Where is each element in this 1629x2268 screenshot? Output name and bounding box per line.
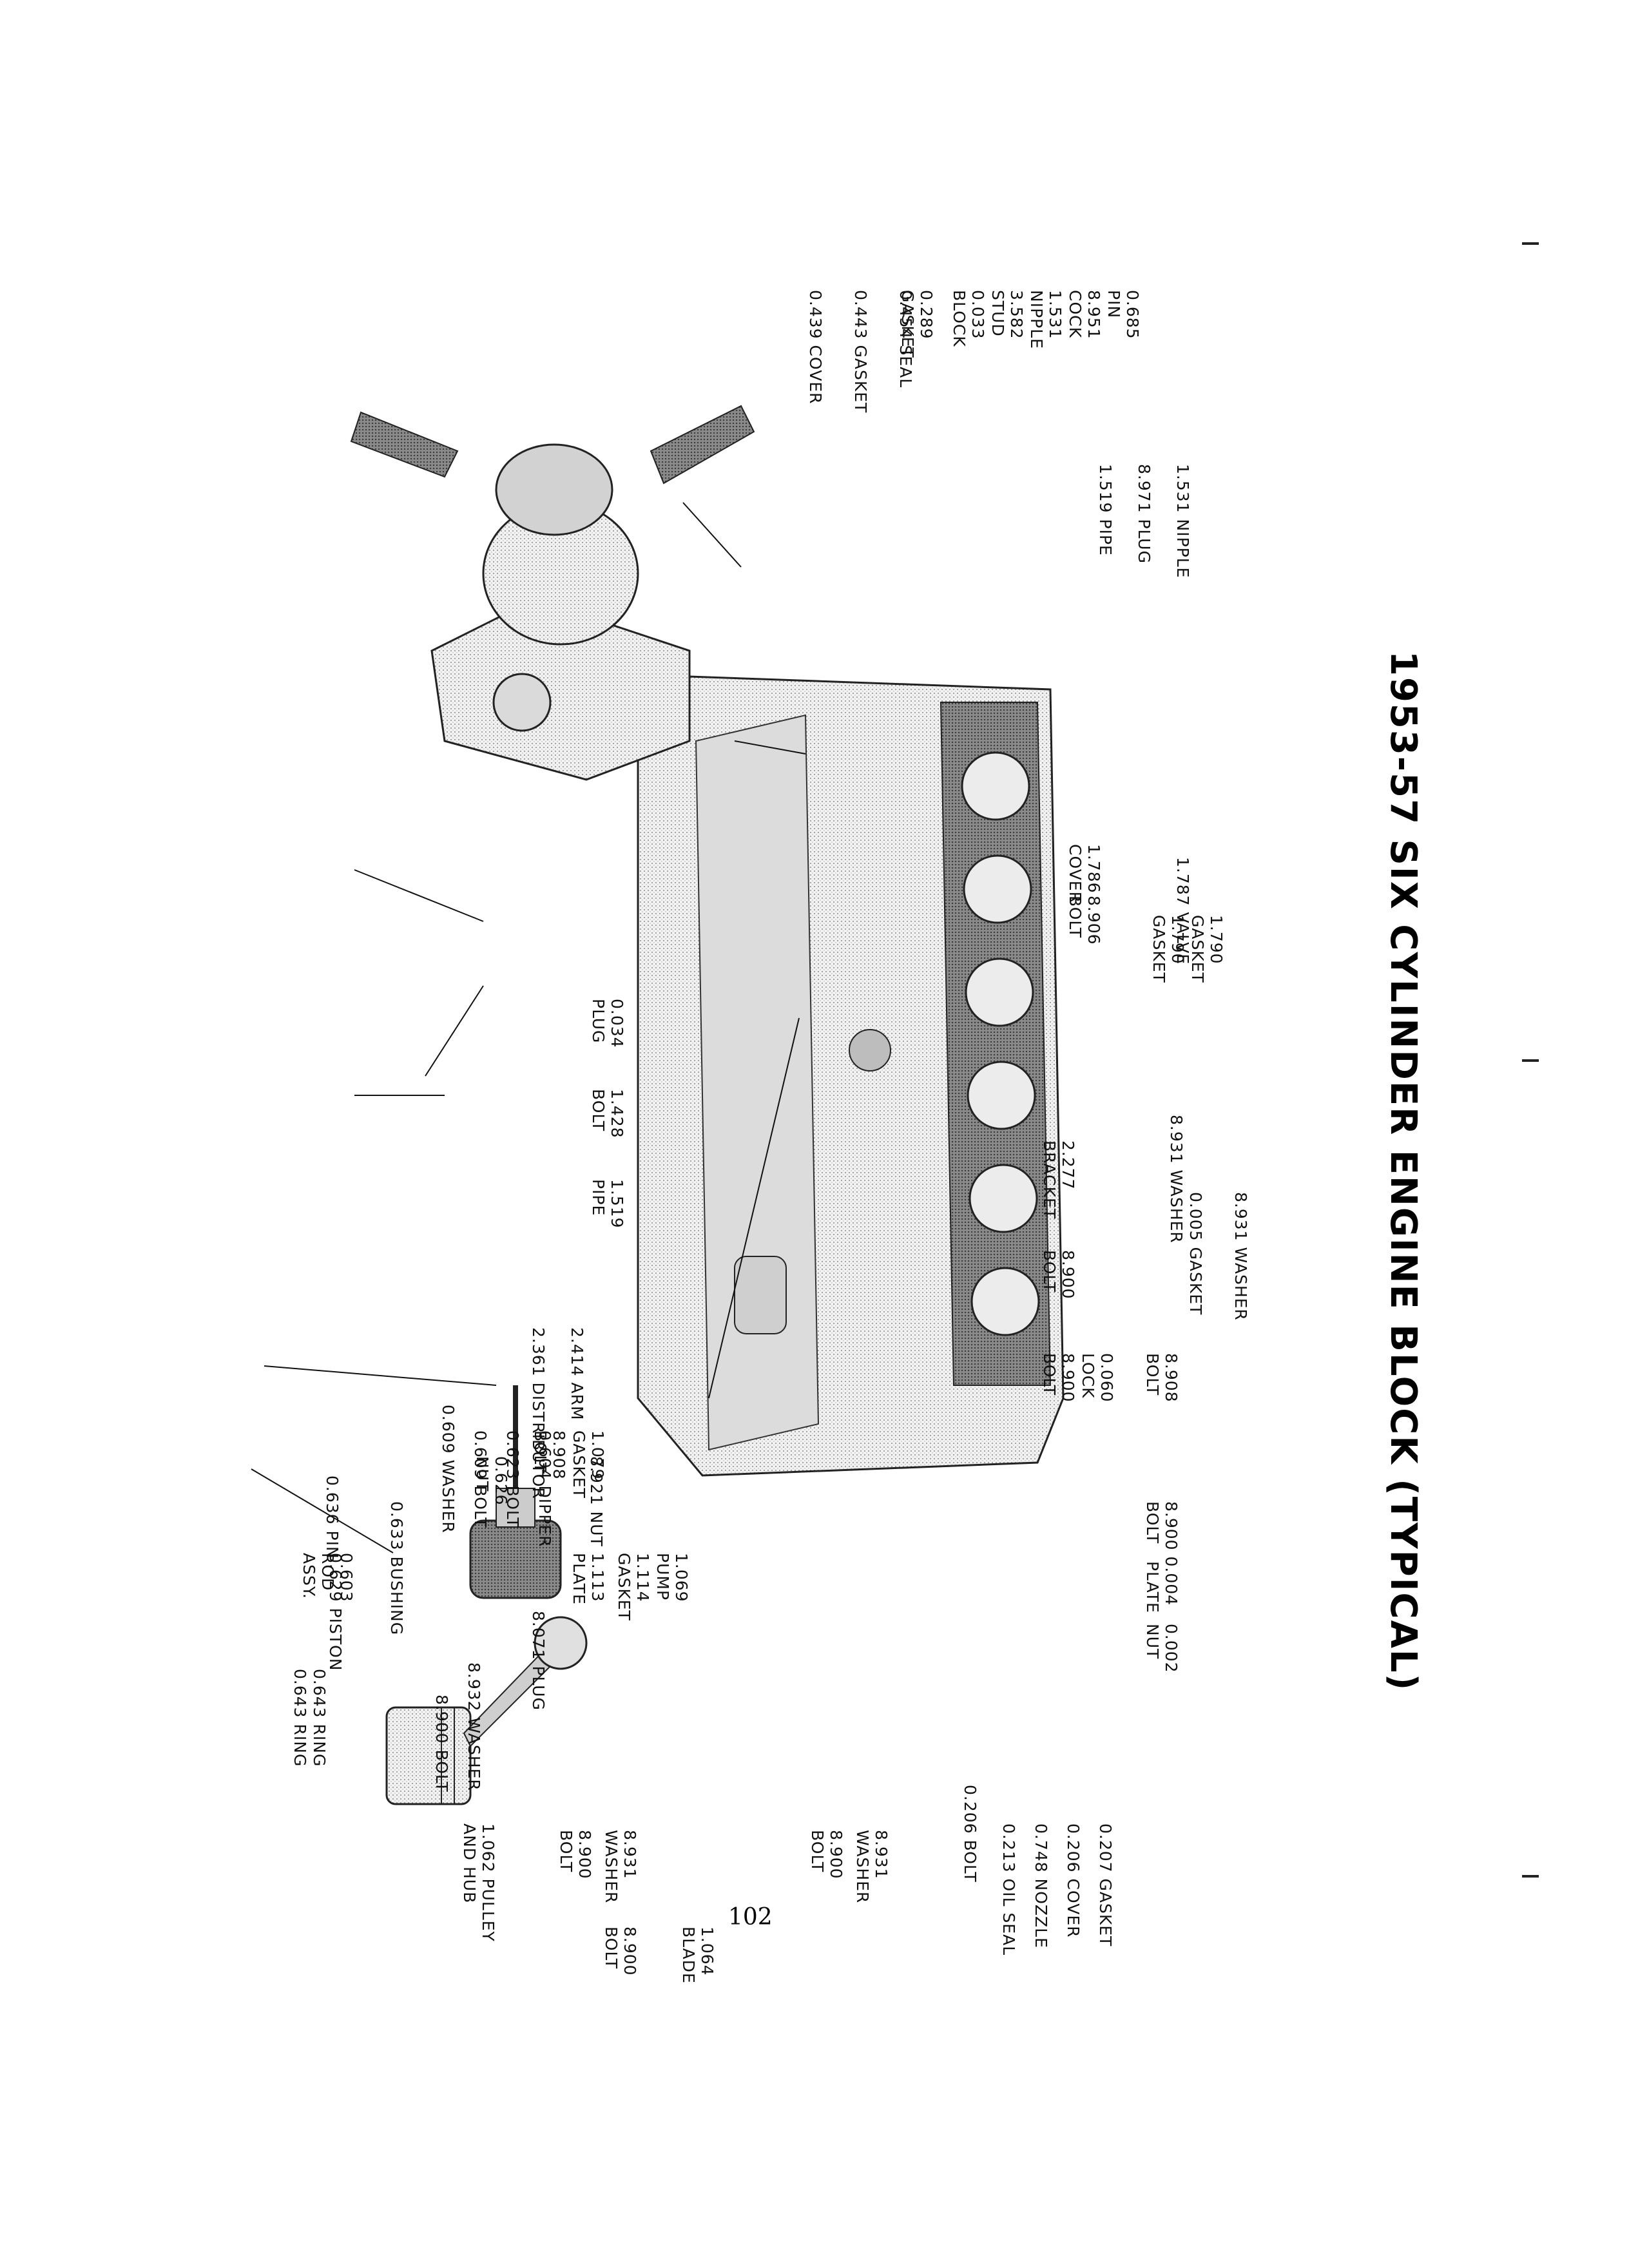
label-bolt-0609: 0.609 BOLT	[471, 1430, 490, 1528]
label-pipe-1519-right: 1.519 PIPE	[1096, 464, 1115, 556]
water-pump-fan-drawing	[350, 405, 755, 646]
margin-tick	[1522, 1059, 1539, 1062]
label-ring-2: 0.643 RING	[310, 1669, 329, 1767]
diagram-title: 1953-57 SIX CYLINDER ENGINE BLOCK (TYPIC…	[1382, 651, 1424, 1692]
label-washer-0609: 0.609 WASHER	[439, 1405, 458, 1533]
rotated-diagram: 1953-57 SIX CYLINDER ENGINE BLOCK (TYPIC…	[238, 290, 1450, 2223]
leader-lines	[251, 502, 806, 1553]
label-oil-seal-0213: 0.213 OIL SEAL	[999, 1823, 1018, 1956]
label-pin-0636: 0.636 PIN	[323, 1475, 342, 1559]
label-gasket-0207: 0.207 GASKET	[1096, 1823, 1115, 1947]
margin-tick	[1522, 1875, 1539, 1878]
timing-cover-drawing	[430, 598, 691, 781]
label-bolt-0206: 0.206 BOLT	[961, 1785, 979, 1883]
distributor-drawing	[469, 1385, 562, 1599]
label-cover-0439: 0.439 COVER	[806, 290, 825, 405]
label-ring-1: 0.643 RING	[291, 1669, 309, 1767]
label-nipple-1531-right: 1.531 NIPPLE	[1173, 464, 1192, 579]
label-plug-8071: 8.071 PLUG	[529, 1611, 548, 1711]
page-number: 102	[728, 1904, 773, 1930]
cylinder-block-drawing	[637, 675, 1065, 1477]
label-cover-0206: 0.206 COVER	[1064, 1823, 1083, 1938]
label-washer-8932: 8.932 WASHER	[465, 1662, 483, 1791]
label-arm: 2.414 ARM	[568, 1327, 586, 1421]
margin-tick	[1522, 242, 1539, 245]
label-bushing-0633: 0.633 BUSHING	[387, 1501, 406, 1636]
label-gasket-0005: 0.005 GASKET	[1186, 1192, 1205, 1316]
label-washer-8931-a: 8.931 WASHER	[1167, 1115, 1186, 1244]
label-nozzle-0748: 0.748 NOZZLE	[1032, 1823, 1050, 1948]
piston-rod-drawing	[385, 1616, 588, 1805]
label-bolt-8900-c: 8.900 BOLT	[432, 1695, 451, 1792]
engine-block-illustration	[251, 405, 1065, 1805]
label-washer-8931-b: 8.931 WASHER	[1231, 1192, 1250, 1321]
label-plug-8971: 8.971 PLUG	[1135, 464, 1153, 564]
